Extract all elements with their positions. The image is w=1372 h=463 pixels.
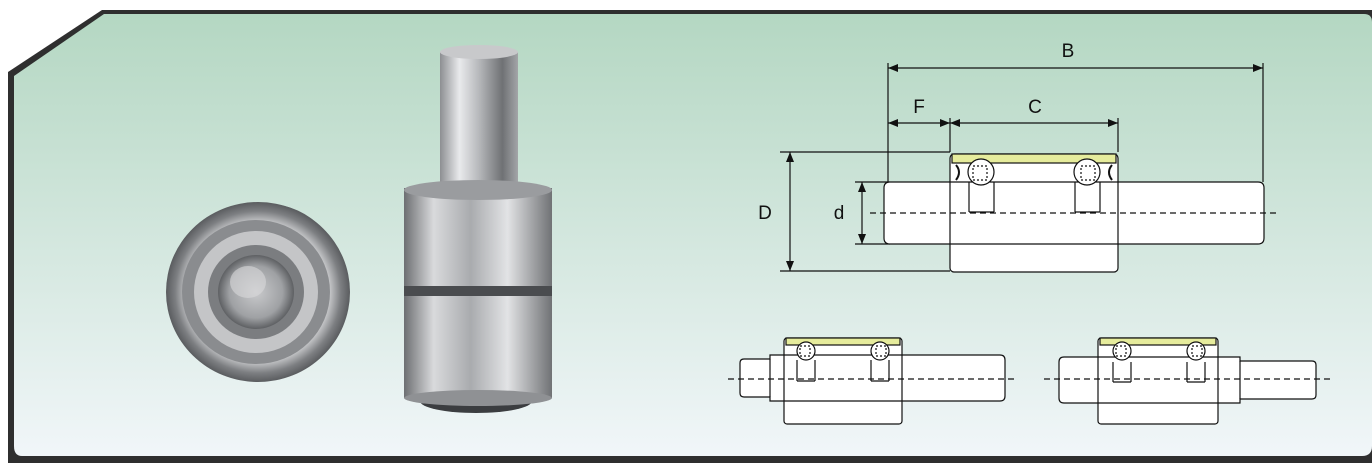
dimension-drawing [780, 63, 1280, 273]
dimension-label-f: F [913, 97, 925, 118]
bearing-ring-photo [166, 202, 350, 382]
variant-drawing-2 [1044, 337, 1330, 425]
dimension-label-b: B [1062, 41, 1075, 62]
dimension-label-c: C [1028, 97, 1042, 118]
dimension-label-big-d: D [758, 203, 772, 224]
shaft-bearing-photo [404, 45, 552, 413]
variant-drawing-1 [728, 337, 1018, 425]
panel-background [14, 14, 1372, 456]
dimension-label-small-d: d [834, 203, 845, 224]
